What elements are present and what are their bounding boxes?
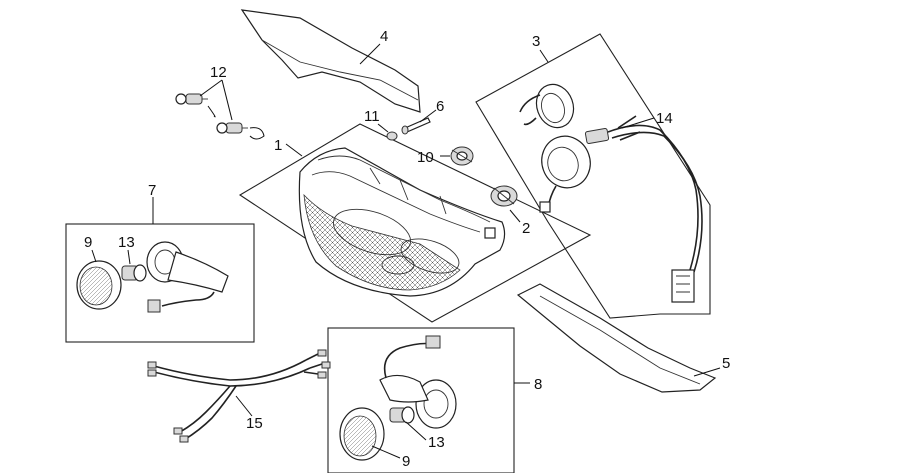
leader-13-right xyxy=(405,421,427,441)
wiring-harness-15 xyxy=(147,349,331,443)
leader-9-left xyxy=(91,249,97,263)
leader-3 xyxy=(539,49,549,63)
leader-12-arc2 xyxy=(249,127,265,140)
screw-6 xyxy=(401,117,431,135)
signal-lens-9-left xyxy=(76,260,122,310)
callout-4: 4 xyxy=(380,28,388,45)
socket-ring-lower xyxy=(539,135,591,213)
leader-4 xyxy=(359,43,381,65)
left-signal-frame xyxy=(65,223,255,343)
lower-trim-panel xyxy=(516,283,717,393)
leader-12b xyxy=(221,79,233,121)
signal-bulb-13-left xyxy=(121,264,147,282)
leader-13-left xyxy=(127,249,131,265)
leader-6 xyxy=(419,109,437,123)
callout-1: 1 xyxy=(274,137,282,154)
callout-12: 12 xyxy=(210,64,227,81)
leader-12a xyxy=(199,79,223,97)
callout-3: 3 xyxy=(532,33,540,50)
leader-15 xyxy=(235,395,253,417)
bulb-holder-2 xyxy=(490,185,518,207)
callout-11: 11 xyxy=(364,108,380,125)
callout-10: 10 xyxy=(417,149,434,166)
signal-housing-left xyxy=(146,241,229,313)
callout-13-left: 13 xyxy=(118,234,135,251)
headlight-housing xyxy=(298,147,506,297)
callout-14: 14 xyxy=(656,110,673,127)
leader-11 xyxy=(377,123,389,133)
callout-2: 2 xyxy=(522,220,530,237)
leader-9-right xyxy=(371,445,401,459)
socket-ring-upper xyxy=(519,83,575,129)
leader-14 xyxy=(621,117,655,129)
washer-11 xyxy=(386,131,398,141)
callout-13-right: 13 xyxy=(428,434,445,451)
bulb-12-lower xyxy=(216,122,248,134)
callout-5: 5 xyxy=(722,355,730,372)
leader-2 xyxy=(509,209,521,223)
signal-lens-9-right xyxy=(339,407,385,461)
leader-lines xyxy=(91,43,721,459)
right-signal-frame xyxy=(327,327,515,473)
signal-bulb-13-right xyxy=(389,406,415,424)
socket-kit-frame xyxy=(475,33,711,319)
leader-5 xyxy=(693,367,721,377)
callout-labels: 4 3 6 11 1 10 2 14 12 7 9 13 5 8 13 9 15 xyxy=(84,28,730,470)
callout-15: 15 xyxy=(246,415,263,432)
callout-7: 7 xyxy=(148,182,156,199)
callout-9-left: 9 xyxy=(84,234,92,251)
callout-8: 8 xyxy=(534,376,542,393)
leader-1 xyxy=(285,143,303,157)
callout-9-right: 9 xyxy=(402,453,410,470)
wiring-loom-14 xyxy=(584,115,703,303)
upper-trim-panel xyxy=(240,9,421,113)
leader-12-arc xyxy=(207,105,216,118)
bulb-holder-10 xyxy=(450,146,474,166)
bulb-12-upper xyxy=(175,93,208,105)
signal-housing-right xyxy=(379,335,457,429)
callout-6: 6 xyxy=(436,98,444,115)
